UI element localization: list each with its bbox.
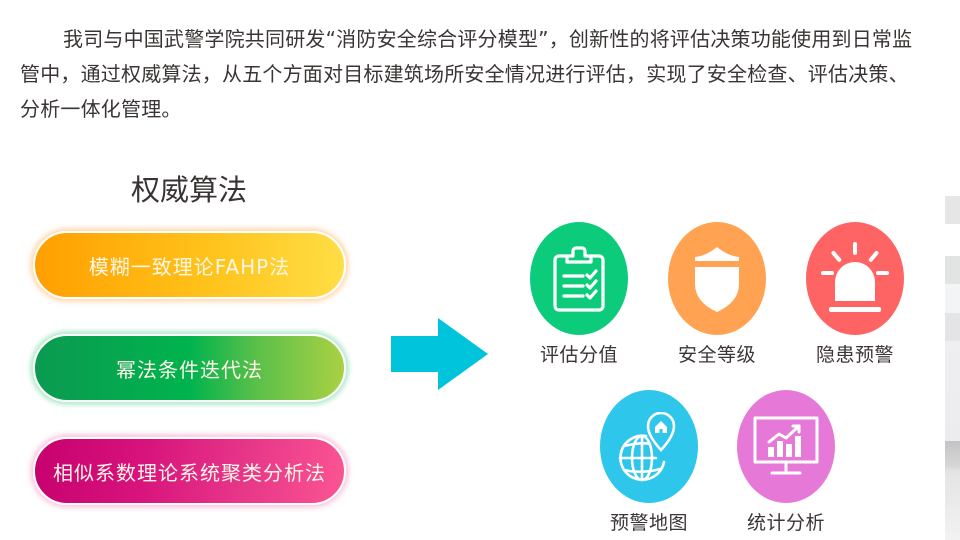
feature-disc: [737, 390, 835, 503]
feature-label: 隐患预警: [815, 344, 894, 366]
feature-label: 安全等级: [677, 344, 756, 366]
feature-disc: [600, 390, 698, 503]
feature-disc: [806, 222, 904, 335]
shield-icon: [695, 246, 739, 312]
feature-evaluation-score: 评估分值: [530, 222, 628, 367]
adjacent-image-edge: [945, 196, 960, 540]
algorithm-label: 模糊一致理论FAHP法: [88, 254, 291, 279]
feature-disc: [530, 222, 628, 335]
clipboard-checklist-icon: [553, 245, 605, 312]
algorithm-pill-cluster-analysis: 相似系数理论系统聚类分析法: [33, 437, 346, 505]
arrow-right-icon: [391, 318, 488, 390]
algorithm-pill-power-iteration: 幂法条件迭代法: [33, 334, 346, 402]
monitor-chart-icon: [753, 416, 819, 474]
feature-safety-level: 安全等级: [668, 222, 766, 367]
algorithm-pill-fahp: 模糊一致理论FAHP法: [33, 231, 346, 299]
globe-location-pin-icon: [618, 411, 676, 481]
feature-disc: [668, 222, 766, 335]
feature-label: 评估分值: [539, 344, 618, 366]
feature-warning-map: 预警地图: [600, 390, 698, 535]
algorithm-label: 幂法条件迭代法: [116, 357, 263, 382]
algorithm-label: 相似系数理论系统聚类分析法: [53, 460, 326, 485]
feature-label: 预警地图: [609, 512, 688, 534]
feature-statistics-analysis: 统计分析: [737, 390, 835, 535]
intro-paragraph: 我司与中国武警学院共同研发“消防安全综合评分模型”，创新性的将评估决策功能使用到…: [20, 27, 913, 121]
feature-hazard-warning: 隐患预警: [806, 222, 904, 367]
algorithms-title: 权威算法: [130, 173, 247, 207]
alarm-beacon-icon: [821, 241, 889, 312]
feature-label: 统计分析: [746, 512, 825, 534]
